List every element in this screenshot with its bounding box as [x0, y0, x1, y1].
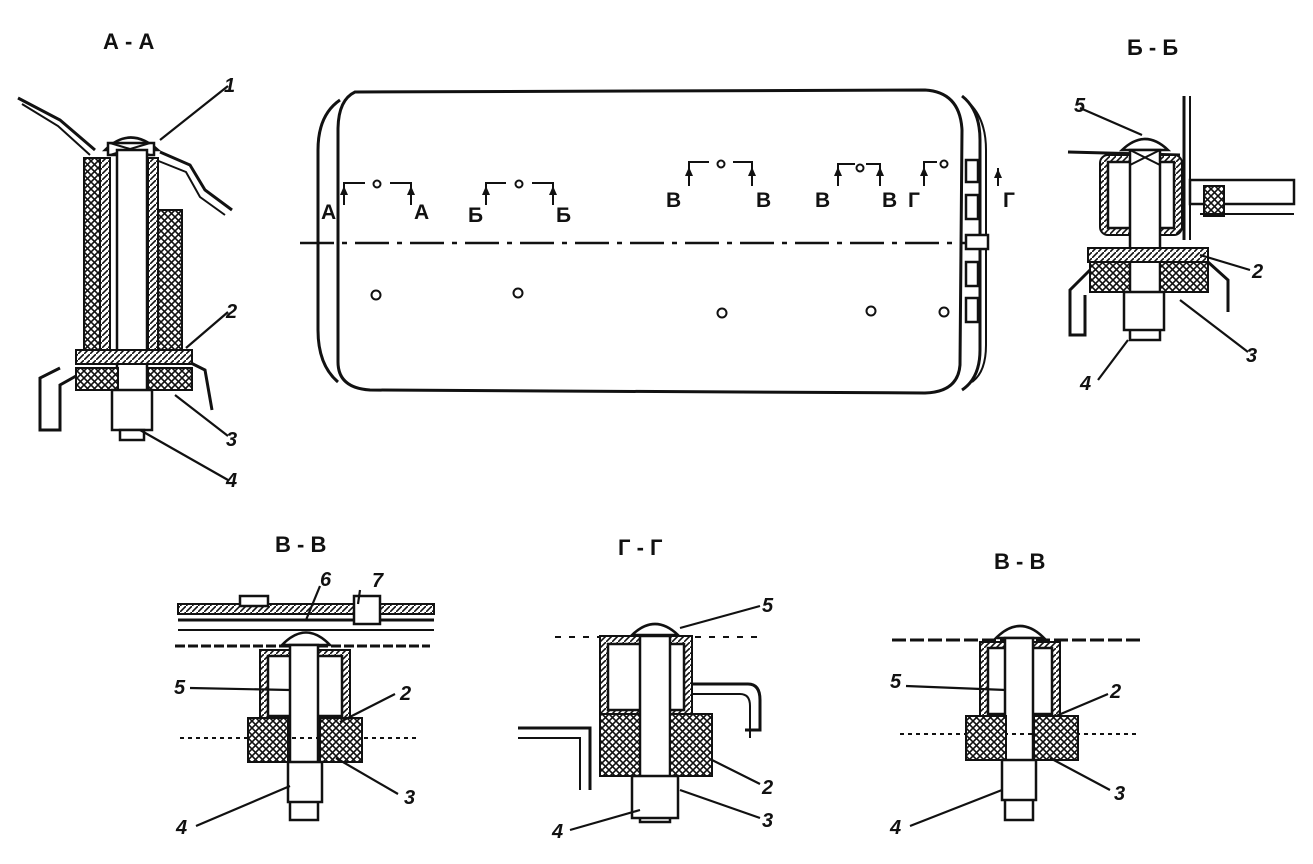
- section-letter: Г: [1003, 189, 1015, 212]
- callout-number: 3: [1114, 783, 1125, 805]
- detail-title: Г - Г: [618, 535, 663, 560]
- main-view: А А Б Б В В В В Г Г: [300, 88, 1015, 395]
- section-marker-arrows: [340, 167, 1002, 195]
- section-letter: Б: [556, 204, 571, 227]
- section-letter: Г: [908, 189, 920, 212]
- callout-number: 2: [399, 683, 411, 705]
- callout-number: 7: [372, 570, 384, 592]
- detail-title: Б - Б: [1127, 35, 1178, 60]
- detail-b-b: Б - Б 5 2 3 4: [1067, 35, 1296, 395]
- section-letter: А: [414, 201, 429, 224]
- callout-number: 5: [1074, 95, 1086, 117]
- callout-number: 5: [890, 671, 902, 693]
- section-letter: Б: [468, 204, 483, 227]
- callout-number: 3: [226, 429, 237, 451]
- detail-title: В - В: [275, 532, 326, 557]
- callout-number: 5: [762, 595, 774, 617]
- panel-outline: [336, 88, 964, 395]
- section-letters: А А Б Б В В В В Г Г: [321, 189, 1015, 227]
- callout-number: 3: [762, 810, 773, 832]
- callout-number: 4: [1079, 373, 1091, 395]
- section-letter: В: [666, 189, 681, 212]
- callout-number: 3: [404, 787, 415, 809]
- callout-number: 1: [224, 75, 235, 97]
- callout-number: 2: [225, 301, 237, 323]
- detail-a-a: А - А 1 2 3 4: [17, 29, 237, 492]
- fastener-holes: [370, 287, 950, 319]
- section-letter: В: [882, 189, 897, 212]
- callout-number: 4: [225, 470, 237, 492]
- detail-title: А - А: [103, 29, 154, 54]
- callout-number: 4: [551, 821, 563, 843]
- detail-v-v-left: В - В 6 7 5 2 3 4: [174, 532, 435, 839]
- callout-number: 2: [761, 777, 773, 799]
- section-letter: В: [815, 189, 830, 212]
- callout-number: 6: [320, 569, 332, 591]
- callout-number: 2: [1109, 681, 1121, 703]
- callout-number: 4: [889, 817, 901, 839]
- detail-v-v-right: В - В 5 2 3 4: [889, 549, 1140, 839]
- right-edge-clips: [964, 158, 990, 324]
- section-letter: В: [756, 189, 771, 212]
- detail-title: В - В: [994, 549, 1045, 574]
- section-letter: А: [321, 201, 336, 224]
- panel-left-flange: [316, 98, 341, 384]
- callout-number: 5: [174, 677, 186, 699]
- callout-number: 4: [175, 817, 187, 839]
- callout-number: 3: [1246, 345, 1257, 367]
- callout-number: 2: [1251, 261, 1263, 283]
- section-markers: [343, 159, 999, 205]
- detail-g-g: Г - Г 5 2 3 4: [518, 535, 774, 843]
